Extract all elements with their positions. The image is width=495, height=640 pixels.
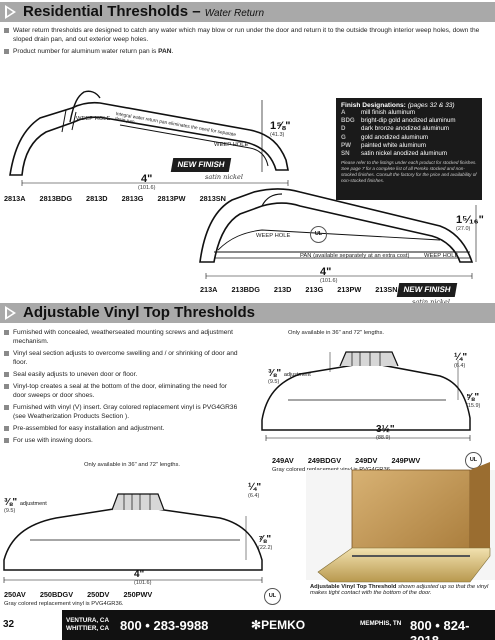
part-number: 2813D [86,194,108,203]
bullet-item: For use with inswing doors. [4,436,240,445]
part-number: 213BDG [231,285,260,294]
only-available-note: Only available in 36" and 72" lengths. [288,330,384,336]
part-number: 213A [200,285,218,294]
finish-note: Please refer to the listings under each … [341,160,477,183]
section2-bullets: Furnished with concealed, weatherseated … [4,328,240,448]
dim-side-250: ⅞"(22.2) [258,534,273,551]
bullet-item: Seal easily adjusts to uneven door or fl… [4,370,240,379]
bullet-item: Furnished with vinyl (V) insert. Gray co… [4,403,240,421]
section-title-adjustable: Adjustable Vinyl Top Thresholds [0,303,495,323]
dim-height-213: 1⁵⁄₁₆"(27.0) [456,214,484,232]
section1-bullets: Water return thresholds are designed to … [4,26,490,59]
pan-code: PAN [158,48,172,55]
dim-width-2813: 4"(101.6) [138,173,156,191]
bullet-item: Water return thresholds are designed to … [4,26,490,44]
part-number: 213D [273,285,292,294]
part-number: 213PW [337,285,362,294]
door-threshold-photo [317,462,491,583]
bullet-item: Pre-assembled for easy installation and … [4,424,240,433]
dim-height-2813: 1⅝"(41.3) [270,120,291,138]
location-east: MEMPHIS, TN [360,620,402,627]
new-finish-sub: satin nickel [205,173,243,181]
weep-hole-label: WEEP HOLE [76,116,111,122]
parts-213: 213A 213BDG 213D 213G 213PW 213SN [200,285,410,294]
part-number: 2813PW [157,194,186,203]
part-number: 250AV [4,590,26,599]
part-number: 250PWV [123,590,153,599]
part-number: 2813BDG [39,194,72,203]
dim-width-250: 4"(101.6) [134,569,152,586]
only-available-note: Only available in 36" and 72" lengths. [84,462,180,468]
dim-side-249: ⅝"(15.9) [466,392,481,409]
part-number: 249DV [355,456,378,465]
part-number: 249PWV [391,456,421,465]
parts-2813: 2813A 2813BDG 2813D 2813G 2813PW 2813SN [4,194,238,203]
threshold-213-drawing [199,188,477,279]
section-title-residential: Residential Thresholds – Water Return [0,2,495,22]
part-number: 213G [305,285,324,294]
phone-west: 800 • 283-9988 [120,618,209,633]
dim-width-249: 3½"(88.9) [376,424,395,441]
parts-250: 250AV 250BDGV 250DV 250PWV [4,590,164,599]
bullet-item: Vinyl-top creates a seal at the bottom o… [4,382,240,400]
pan-note: PAN (available separately at an extra co… [300,253,410,259]
bullet-item: Furnished with concealed, weatherseated … [4,328,240,346]
replacement-note-250: Gray colored replacement vinyl is PVG4GR… [4,601,124,607]
pemko-logo: ✻PEMKO [251,618,306,632]
phone-east: 800 • 824-3018 [410,618,470,640]
dim-width-213: 4"(101.6) [320,266,338,284]
part-number: 213SN [375,285,398,294]
finish-heading: Finish Designations: [341,102,406,109]
section2-title: Adjustable Vinyl Top Thresholds [23,304,255,321]
part-number: 2813A [4,194,26,203]
parts-249: 249AV 249BDGV 249DV 249PWV [272,456,432,465]
bullet-item: Product number for aluminum water return… [4,47,490,56]
part-number: 249BDGV [307,456,342,465]
section1-title: Residential Thresholds – [23,3,201,20]
ul-logo-icon: UL [310,226,327,243]
section1-subtitle: Water Return [204,8,265,19]
threshold-250-drawing [3,493,263,583]
bullet-item: Vinyl seal section adjusts to overcome s… [4,349,240,367]
part-number: 250DV [87,590,110,599]
dim-top-250: ¼"(6.4) [248,482,262,499]
weep-hole-label: WEEP HOLE [424,253,459,259]
dim-adjustment-249: ⅜" adjustment(9.5) [268,368,311,385]
threshold-2813-drawing [9,90,289,186]
weep-hole-label: WEEP HOLE [256,233,291,239]
dim-top-249: ¼"(6.4) [454,352,468,369]
part-number: 2813SN [199,194,226,203]
ul-logo-icon: UL [465,452,482,469]
page-number: 32 [3,619,15,630]
part-number: 249AV [272,456,294,465]
threshold-249-drawing [261,351,471,441]
ul-logo-icon: UL [264,588,281,605]
new-finish-sub: satin nickel [412,298,450,306]
pemko-star-icon: ✻ [251,618,262,632]
finish-pages: (pages 32 & 33) [407,102,455,109]
part-number: 2813G [121,194,144,203]
weep-hole-label: WEEP HOLE [214,142,249,148]
dim-adjustment-250: ⅜" adjustment(9.5) [4,497,47,514]
part-number: 250BDGV [39,590,74,599]
photo-caption: Adjustable Vinyl Top Threshold shown adj… [310,584,489,597]
